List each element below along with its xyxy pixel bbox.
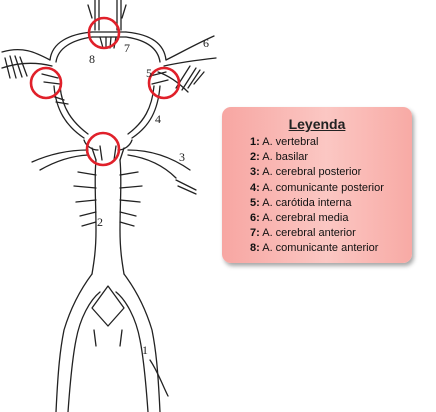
anterior-cerebral-arteries [87,0,127,49]
legend-item: 3: A. cerebral posterior [250,166,361,179]
legend-title: Leyenda [288,116,346,132]
legend-item: 4: A. comunicante posterior [250,182,384,195]
legend-item-text: A. comunicante posterior [262,181,384,194]
posterior-communicating-arteries [53,85,161,139]
label-3: 3 [179,150,185,164]
label-6: 6 [203,36,209,50]
label-4: 4 [155,112,161,126]
middle-cerebral-arteries [1,35,217,93]
highlight-circle-anterior-communicating [87,16,121,50]
posterior-cerebral-arteries [31,139,197,195]
circle-of-willis-diagram: 1 2 3 4 5 6 7 8 [1,0,217,412]
label-1: 1 [142,343,148,357]
legend-item-text: A. vertebral [262,136,319,148]
legend-item-number: 8: [250,242,260,255]
highlight-circle-basilar-top [85,131,121,167]
legend-item-text: A. cerebral media [262,212,349,224]
legend-item-text: A. cerebral anterior [262,227,356,240]
legend-item: 8: A. comunicante anterior [250,242,378,255]
legend-item-number: 3: [250,166,260,179]
legend-item: 7: A. cerebral anterior [250,227,356,240]
legend-item: 5: A. carótida interna [250,197,352,210]
legend-item: 6: A. cerebral media [250,212,348,225]
highlight-circle-left-carotid [29,66,63,100]
label-2: 2 [97,215,103,229]
legend-item-number: 6: [250,212,260,224]
legend-item-number: 7: [250,227,260,240]
legend-item-number: 1: [250,136,260,148]
legend-item-text: A. basilar [262,151,309,164]
highlight-circle-right-carotid [147,66,181,100]
legend-item: 1: A. vertebral [250,136,318,149]
legend-item: 2: A. basilar [250,151,308,164]
legend-item-number: 5: [250,196,260,209]
legend-item-text: A. carótida interna [262,196,352,209]
legend-item-text: A. cerebral posterior [262,166,362,179]
legend-item-number: 4: [250,181,260,194]
legend-item-number: 2: [250,151,260,164]
legend-item-text: A. comunicante anterior [262,242,379,255]
label-7: 7 [124,41,130,55]
label-8: 8 [89,52,95,66]
label-5: 5 [146,66,152,80]
upper-arcs [49,31,167,63]
basilar-artery [73,159,143,275]
vertebral-arteries [55,273,169,412]
